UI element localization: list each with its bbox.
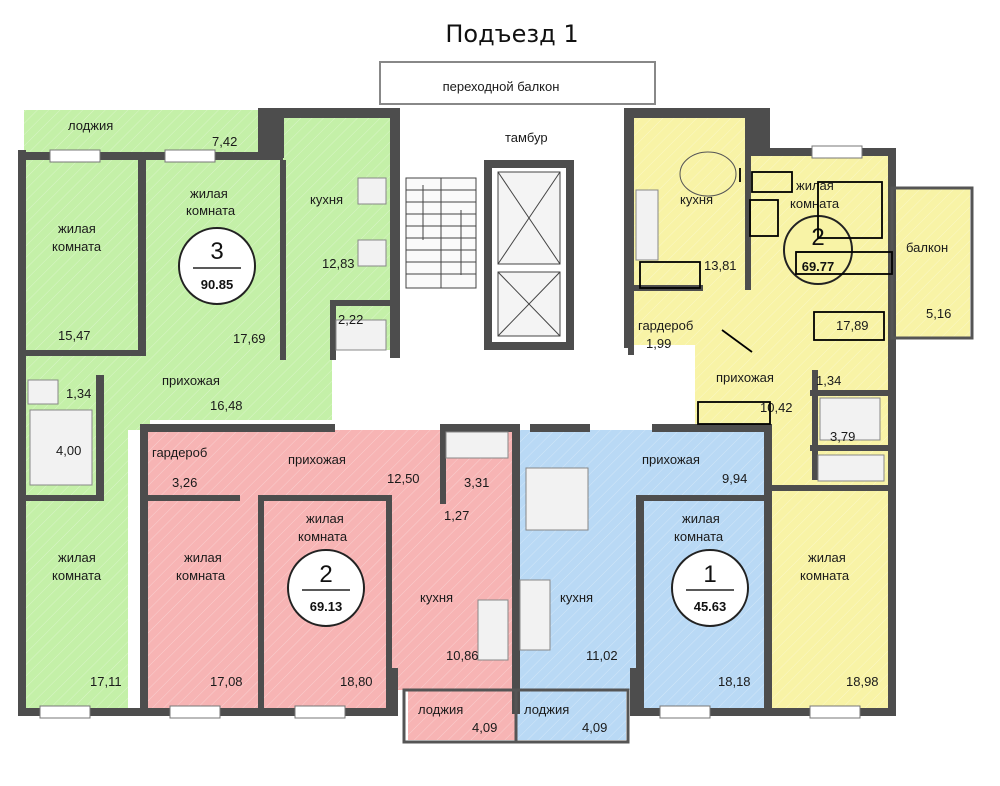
a3-stove <box>357 177 387 205</box>
a2-bath-area: 3,31 <box>464 475 489 490</box>
a2-bathtub <box>445 431 509 459</box>
a1-living-area: 18,18 <box>718 674 751 689</box>
a2-living1-label2: комната <box>176 568 226 583</box>
y-table <box>679 151 737 197</box>
a3-wc <box>27 379 59 405</box>
a3-kitchen-label: кухня <box>310 192 343 207</box>
a3-living3-label2: комната <box>52 568 102 583</box>
a3-living2-area: 17,69 <box>233 331 266 346</box>
a2-loggia-label: лоджия <box>418 702 463 717</box>
y-hall-area: 10,42 <box>760 400 793 415</box>
a3-total-area: 90.85 <box>201 277 234 292</box>
a3-kitchen-sink <box>357 239 387 267</box>
a2-hall-area: 12,50 <box>387 471 420 486</box>
y-wc <box>819 397 881 441</box>
a3-sink <box>335 319 387 351</box>
entrance-title: Подъезд 1 <box>445 20 578 48</box>
a2-loggia-area: 4,09 <box>472 720 497 735</box>
y-living1-label1: жилая <box>796 178 834 193</box>
a1-loggia-outline <box>514 688 630 744</box>
y-living2-label2: комната <box>800 568 850 583</box>
a3-living2-label2: комната <box>186 203 236 218</box>
a3-living3-label1: жилая <box>58 550 96 565</box>
a2-kitchen-area: 10,86 <box>446 648 479 663</box>
a2-kitchen-label: кухня <box>420 590 453 605</box>
y-living2-area: 18,98 <box>846 674 879 689</box>
a2-wardrobe-area: 3,26 <box>172 475 197 490</box>
apartment-3-badge: 3 90.85 <box>178 227 256 305</box>
a3-hall-label: прихожая <box>162 373 220 388</box>
a3-bath2-area: 4,00 <box>56 443 81 458</box>
a3-living2-label1: жилая <box>190 186 228 201</box>
a3-living1-label1: жилая <box>58 221 96 236</box>
a1-living-label2: комната <box>674 529 724 544</box>
windows <box>39 145 863 719</box>
a3-number: 3 <box>210 238 223 265</box>
transit-balcony-zone <box>379 61 656 105</box>
a2-living1-area: 17,08 <box>210 674 243 689</box>
a3-loggia-fill <box>24 110 260 156</box>
a3-bathtub <box>29 409 93 486</box>
transit-balcony-label: переходной балкон <box>443 79 560 94</box>
a2-living2-label1: жилая <box>306 511 344 526</box>
a3-wc-area: 1,34 <box>66 386 91 401</box>
a1-loggia-label: лоджия <box>524 702 569 717</box>
apartment-2-red-badge: 2 69.13 <box>287 549 365 627</box>
y-living1-label2: комната <box>790 196 840 211</box>
y-living2-label1: жилая <box>808 550 846 565</box>
a1-hall-label: прихожая <box>642 452 700 467</box>
y-bathtub <box>817 454 885 482</box>
y-kitchen-label: кухня <box>680 192 713 207</box>
a2-hall-label: прихожая <box>288 452 346 467</box>
y-wardrobe-label: гардероб <box>638 318 693 333</box>
y-bath-area: 3,79 <box>830 429 855 444</box>
a3-hall-area: 16,48 <box>210 398 243 413</box>
a1-hall-area: 9,94 <box>722 471 747 486</box>
a2-living1-label1: жилая <box>184 550 222 565</box>
elevator-shafts <box>497 171 561 337</box>
a1-kitchen-area: 11,02 <box>586 648 618 663</box>
a1-loggia-area: 4,09 <box>582 720 607 735</box>
a3-living3-area: 17,11 <box>90 674 122 689</box>
a1-total-area: 45.63 <box>694 599 727 614</box>
a3-living1-area: 15,47 <box>58 328 91 343</box>
a2-living2-area: 18,80 <box>340 674 373 689</box>
staircase <box>405 177 477 289</box>
y-balcony-area: 5,16 <box>926 306 951 321</box>
a2-living2-label2: комната <box>298 529 348 544</box>
fixtures <box>27 151 885 661</box>
y-wardrobe-area: 1,99 <box>646 336 671 351</box>
y-hall-label: прихожая <box>716 370 774 385</box>
a1-number: 1 <box>703 561 716 588</box>
a2-wardrobe-label: гардероб <box>152 445 207 460</box>
y-living1-area: 17,89 <box>836 318 869 333</box>
hand-drawn-marks <box>639 168 893 425</box>
a1-living-label1: жилая <box>682 511 720 526</box>
y-kitchen-area: 13,81 <box>704 258 737 273</box>
y-balcony-label: балкон <box>906 240 948 255</box>
apartment-1-badge: 1 45.63 <box>671 549 749 627</box>
y-wc-area: 1,34 <box>816 373 841 388</box>
a2-kitchen-counter <box>477 599 509 661</box>
a2-number: 2 <box>319 561 332 588</box>
a3-kitchen-area: 12,83 <box>322 256 355 271</box>
a2-wc-area: 1,27 <box>444 508 469 523</box>
a1-kitchen-counter <box>519 579 551 651</box>
y-counter <box>635 189 659 261</box>
a1-bathtub <box>525 467 589 531</box>
a1-kitchen-label: кухня <box>560 590 593 605</box>
a2-total-area: 69.13 <box>310 599 343 614</box>
vestibule-label: тамбур <box>505 130 548 145</box>
y-total-area: 69.77 <box>802 259 835 274</box>
a3-loggia-area: 7,42 <box>212 134 237 149</box>
a3-bath-area: 2,22 <box>338 312 363 327</box>
a3-loggia-label: лоджия <box>68 118 113 133</box>
a3-living1-label2: комната <box>52 239 102 254</box>
